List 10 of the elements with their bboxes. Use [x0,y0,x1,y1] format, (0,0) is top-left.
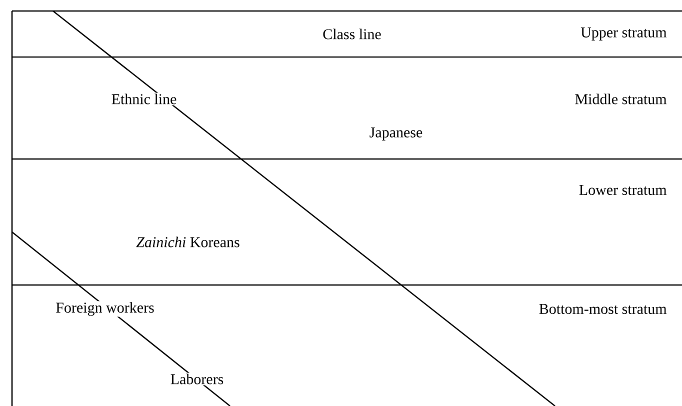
stratum-label: Middle stratum [574,92,668,106]
group-label: Laborers [169,372,225,386]
stratum-label: Upper stratum [580,26,668,42]
line-label: Ethnic line [110,92,178,106]
stratum-label: Bottom-most stratum [538,303,668,315]
group-label: Japanese [368,126,424,142]
stratum-label: Lower stratum [578,184,668,196]
group-label: Zainichi Koreans [135,236,241,248]
group-label: Foreign workers [54,301,156,317]
line-label: Class line [322,28,382,40]
